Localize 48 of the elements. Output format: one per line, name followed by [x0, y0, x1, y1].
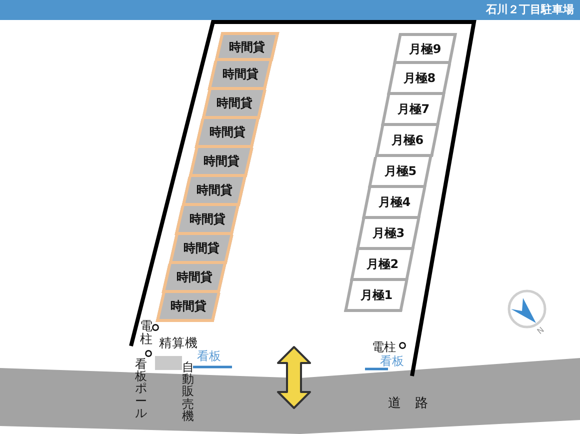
monthly-parking-space — [368, 157, 432, 188]
monthly-parking-space — [356, 219, 420, 250]
hourly-parking-space — [188, 148, 253, 177]
space-label: 時間貸 — [210, 126, 246, 138]
space-label: 月極9 — [408, 42, 442, 54]
space-label: 月極5 — [384, 165, 417, 177]
space-label: 時間貸 — [216, 97, 252, 109]
hourly-parking-space — [182, 177, 246, 206]
monthly-parking-space — [362, 188, 426, 219]
space-label: 時間貸 — [229, 40, 265, 52]
space-label: 月極7 — [396, 103, 430, 115]
space-label: 月極4 — [378, 196, 411, 208]
space-label: 時間貸 — [190, 213, 226, 225]
monthly-parking-space — [374, 126, 439, 157]
space-label: 時間貸 — [183, 242, 220, 254]
hourly-parking-space — [168, 235, 234, 264]
space-label: 月極1 — [360, 289, 392, 301]
title: 石川２丁目駐車場 — [486, 4, 574, 15]
hourly-parking-space — [162, 264, 226, 293]
space-label: 月極6 — [390, 134, 424, 146]
signboard-label: 看板 — [197, 350, 221, 362]
space-label: 月極8 — [402, 72, 436, 84]
signboard-label: 看板 — [380, 355, 404, 367]
hourly-parking-space — [155, 293, 220, 322]
vending-machine-label: 自動販売機 — [182, 361, 194, 422]
monthly-parking-space — [344, 281, 408, 312]
space-label: 時間貸 — [196, 184, 232, 196]
hourly-parking-space — [175, 206, 240, 235]
utility-pole-label: 電柱 — [372, 341, 396, 353]
north-label: N — [536, 326, 546, 336]
monthly-parking-space — [380, 95, 445, 126]
space-label: 月極3 — [372, 227, 405, 239]
signboard-pole-label: 看板ポール — [135, 358, 147, 420]
hourly-parking-space — [208, 61, 273, 90]
monthly-parking-space — [386, 64, 451, 95]
space-label: 時間貸 — [170, 300, 206, 312]
road-name: 道路 — [388, 397, 428, 410]
hourly-parking-space — [202, 90, 266, 119]
monthly-parking-space — [392, 33, 458, 64]
space-label: 時間貸 — [202, 155, 239, 167]
monthly-parking-space — [350, 250, 414, 281]
payment-machine-label: 精算機 — [159, 337, 198, 350]
space-label: 時間貸 — [222, 68, 259, 80]
hourly-parking-space — [214, 32, 280, 61]
utility-pole-label: 電柱 — [140, 320, 152, 346]
space-label: 月極2 — [366, 258, 398, 270]
space-label: 時間貸 — [176, 271, 213, 283]
hourly-parking-space — [194, 119, 260, 148]
